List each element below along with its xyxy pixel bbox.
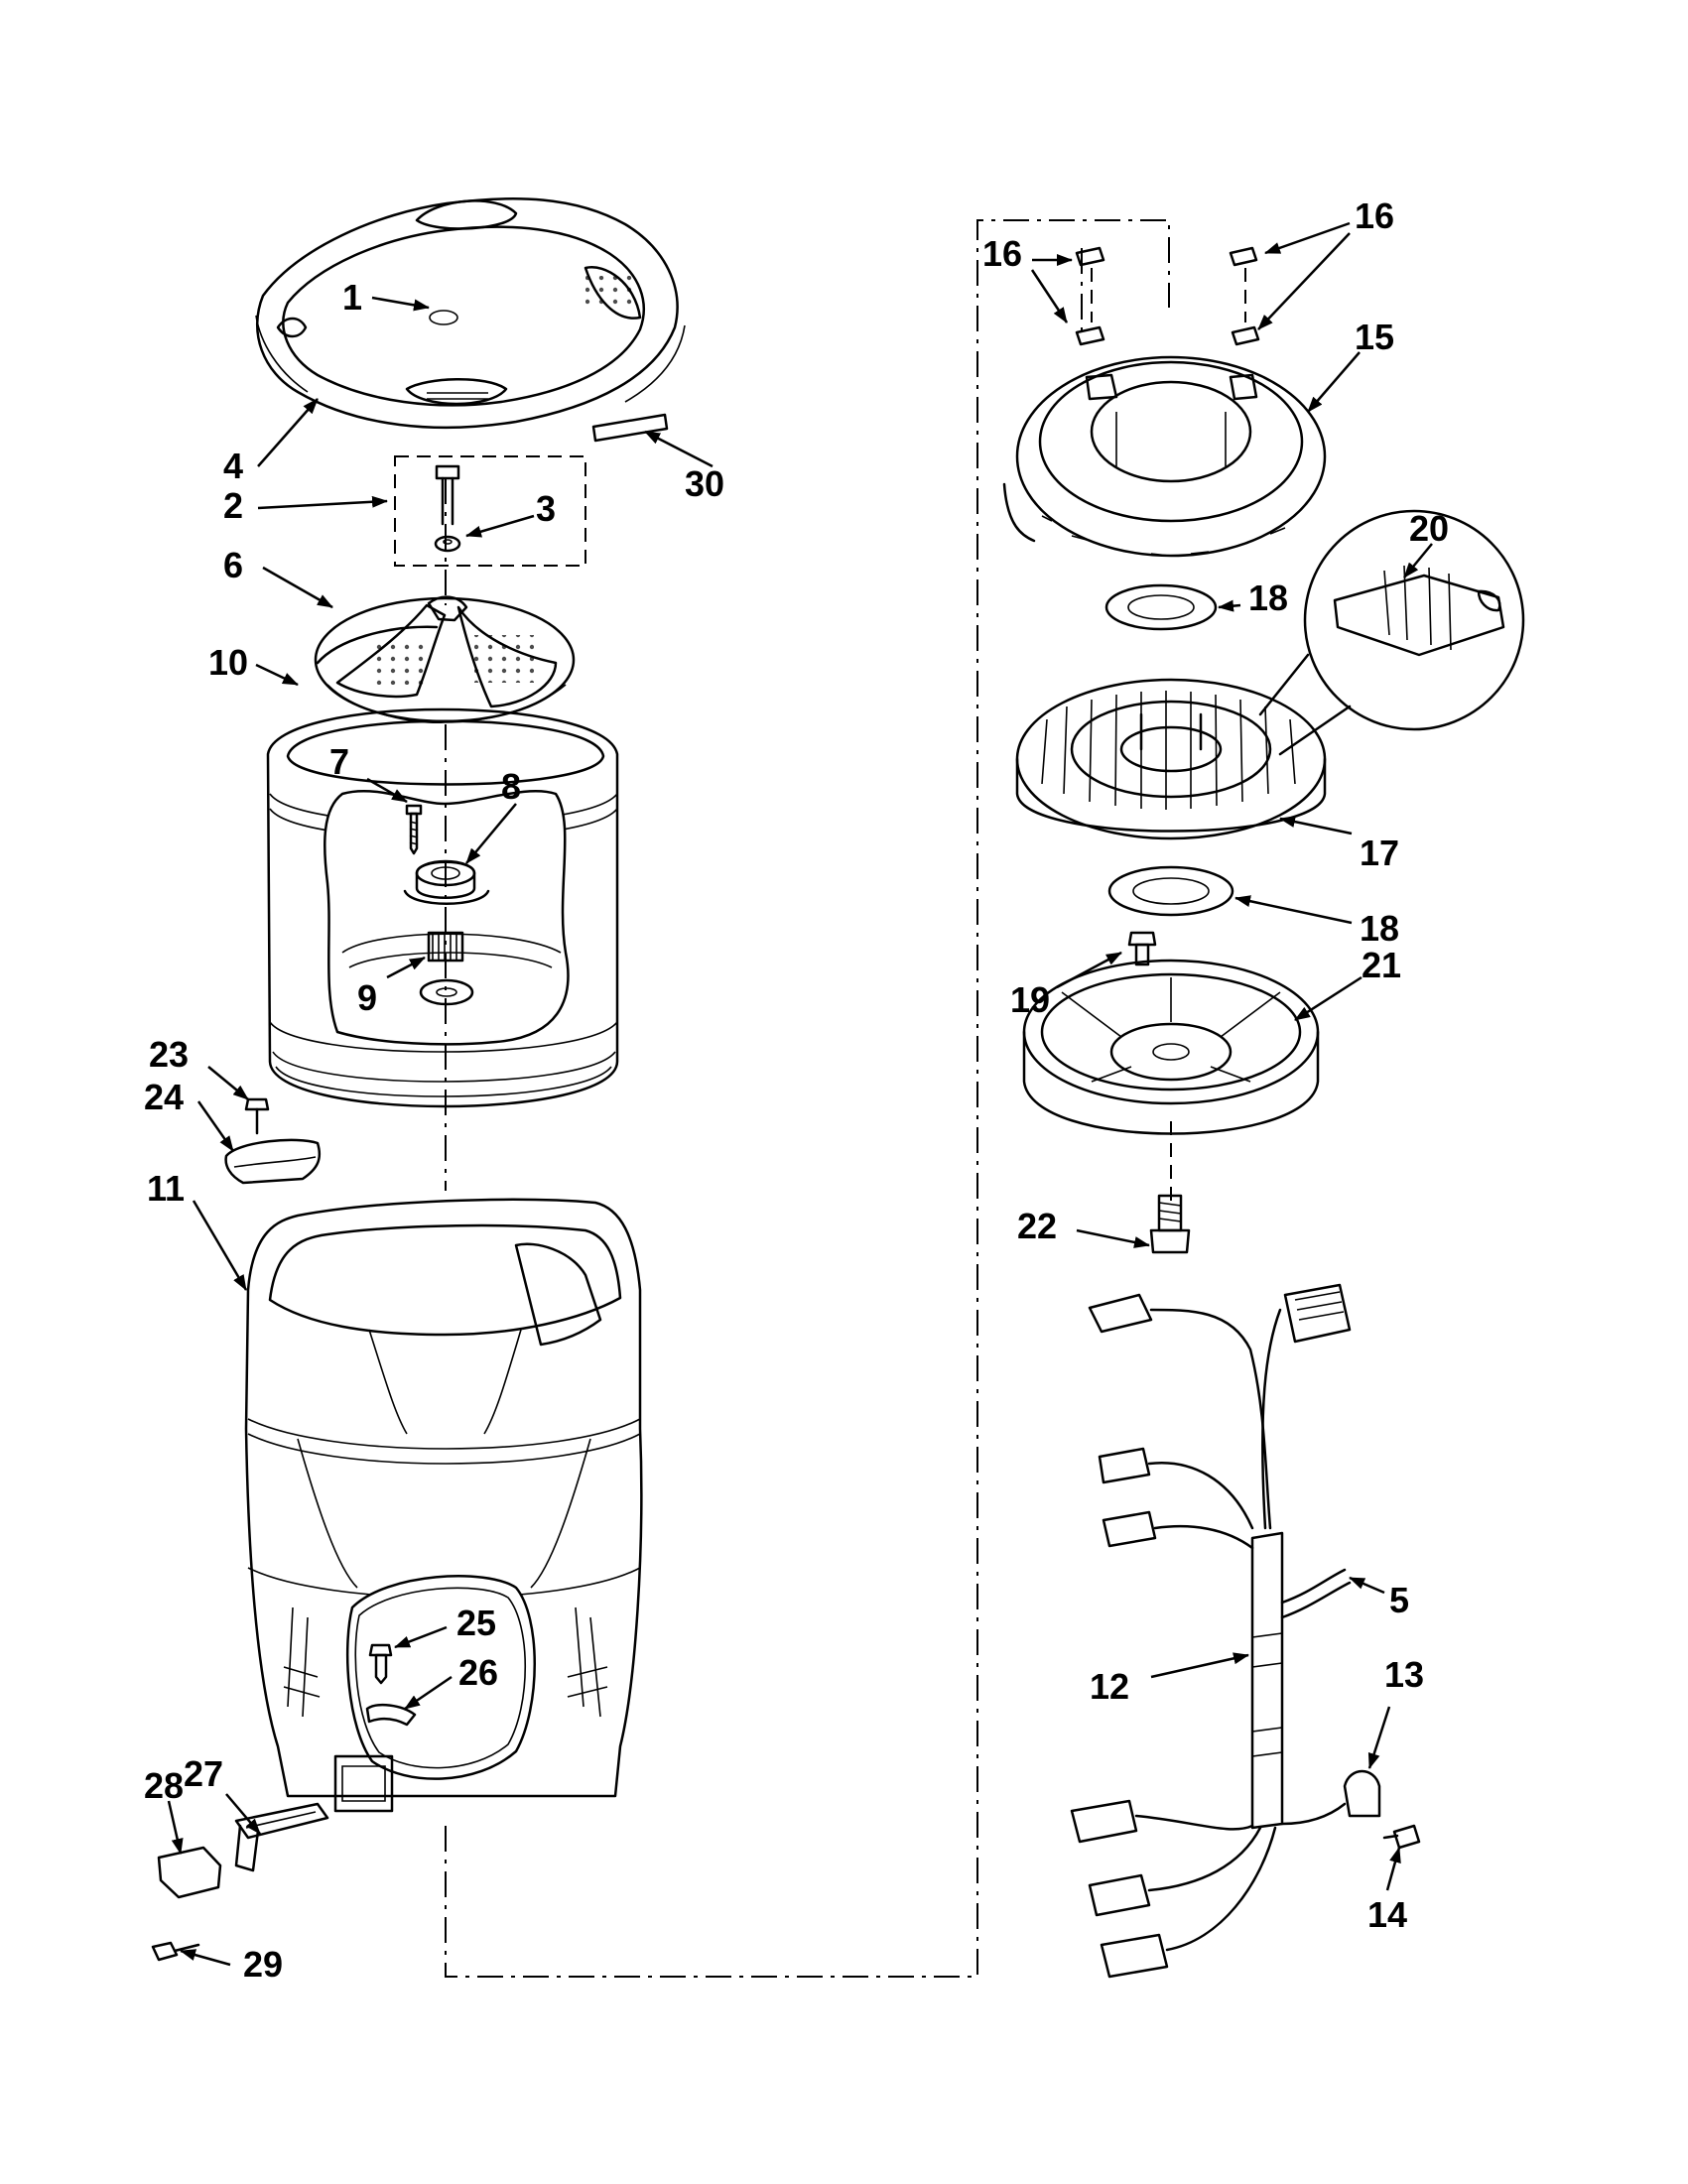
callout-14: 14	[1367, 1894, 1407, 1935]
callout-30: 30	[685, 463, 724, 504]
basket-part-10	[266, 707, 619, 1108]
callout-20: 20	[1409, 508, 1449, 549]
heater-bracket-parts-27-28-29	[151, 1802, 329, 1962]
callout-15: 15	[1355, 317, 1394, 357]
callout-28: 28	[144, 1765, 184, 1806]
callout-labels: 1 4 30 2 3 6 10 7 8 9 23 24 11 25 26 28 …	[144, 195, 1449, 1985]
callout-11: 11	[147, 1168, 185, 1209]
callout-4: 4	[223, 446, 243, 486]
callout-25: 25	[456, 1603, 496, 1643]
callout-16-left: 16	[982, 233, 1022, 274]
callout-1: 1	[342, 277, 362, 318]
outer-tub-part-11	[244, 1198, 643, 1813]
callout-8: 8	[501, 766, 521, 807]
strip-part-30	[591, 413, 669, 443]
callout-3: 3	[536, 488, 556, 529]
callout-19: 19	[1010, 979, 1050, 1020]
wire-harness-part-12	[1070, 1283, 1421, 1979]
rotor-part-21	[1022, 959, 1320, 1206]
callout-7: 7	[329, 741, 349, 782]
detail-bubble-part-20	[1258, 509, 1525, 756]
stator-part-17	[1015, 678, 1327, 840]
stator-cover-part-15	[1002, 355, 1327, 558]
callout-29: 29	[243, 1944, 283, 1985]
callout-22: 22	[1017, 1206, 1057, 1246]
callout-26: 26	[458, 1652, 498, 1693]
callout-21: 21	[1362, 945, 1401, 985]
bolt-washer-kit-parts-2-3	[394, 455, 586, 567]
callout-27: 27	[184, 1753, 223, 1794]
callout-24: 24	[144, 1077, 184, 1117]
callout-9: 9	[357, 977, 377, 1018]
callout-10: 10	[208, 642, 248, 683]
impeller-part-6	[314, 595, 576, 724]
callout-6: 6	[223, 545, 243, 585]
bolt-part-19	[1127, 931, 1157, 966]
callout-5: 5	[1389, 1580, 1409, 1620]
gasket-part-18-upper	[1104, 583, 1218, 631]
callout-17: 17	[1360, 833, 1399, 873]
leader-lines	[167, 221, 1433, 1967]
callout-12: 12	[1090, 1666, 1129, 1707]
callout-13: 13	[1384, 1654, 1424, 1695]
callout-23: 23	[149, 1034, 189, 1075]
callout-16-right: 16	[1355, 195, 1394, 236]
callout-18-lower: 18	[1360, 908, 1399, 949]
bolt-part-22	[1149, 1194, 1191, 1254]
callout-2: 2	[223, 485, 243, 526]
callout-18-upper: 18	[1248, 578, 1288, 618]
cover-screw-parts-23-24	[224, 1097, 322, 1185]
gasket-part-18-lower	[1107, 865, 1234, 917]
pins-part-16	[1075, 246, 1260, 346]
tub-ring-part-4	[255, 196, 686, 430]
connection-dashed-loop	[445, 219, 1170, 1978]
